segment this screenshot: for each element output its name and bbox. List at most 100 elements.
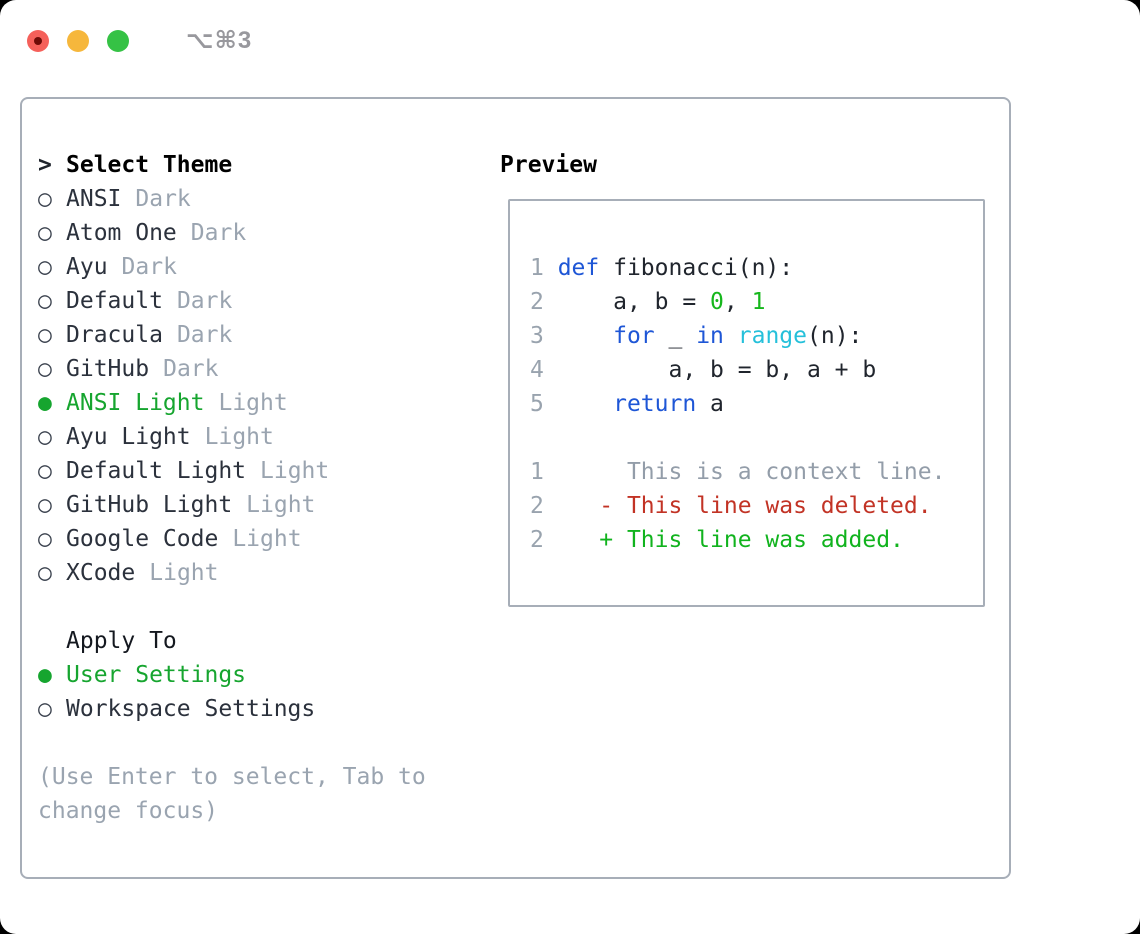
theme-variant-label: Light [260,458,330,484]
theme-section-title: Select Theme [66,152,233,178]
theme-option-default-light[interactable]: ○ Default Light Light [38,454,426,488]
minimize-button[interactable] [67,29,89,52]
code-segment-line_number: 1 [530,459,544,485]
code-segment-deleted_red: - This line was deleted. [599,493,932,519]
spacer-line [38,590,426,624]
radio-unselected-icon: ○ [38,220,52,246]
theme-name: Default [66,288,163,314]
code-segment-foreground: _ [654,323,697,349]
theme-name: XCode [66,560,136,586]
window-shortcut-label: ⌥⌘3 [186,27,253,54]
radio-unselected-icon: ○ [38,696,52,722]
theme-variant-label: Light [149,560,219,586]
theme-option-ayu-light[interactable]: ○ Ayu Light Light [38,420,426,454]
theme-variant-label: Dark [176,288,233,314]
code-segment-keyword: for [613,323,655,349]
theme-variant-label: Dark [176,322,233,348]
theme-option-dracula[interactable]: ○ Dracula Dark [38,318,426,352]
help-text-line: (Use Enter to select, Tab to [38,764,426,790]
code-segment-foreground: a [696,391,724,417]
theme-variant-label: Light [246,492,316,518]
radio-unselected-icon: ○ [38,288,52,314]
preview-line: 2 a, b = 0, 1 [530,285,945,319]
apply-option-workspace-settings[interactable]: ○ Workspace Settings [38,692,426,726]
theme-name: GitHub [66,356,150,382]
code-segment-foreground: a, b = [557,289,711,315]
radio-selected-icon: ● [38,662,52,688]
radio-unselected-icon: ○ [38,254,52,280]
zoom-button[interactable] [107,29,129,52]
radio-unselected-icon: ○ [38,458,52,484]
theme-option-xcode[interactable]: ○ XCode Light [38,556,426,590]
code-segment-foreground: a, b = b, a + b [557,357,877,383]
theme-name: Atom One [66,220,177,246]
theme-variant-label: Dark [135,186,191,212]
close-button[interactable] [27,29,49,52]
theme-variant-label: Light [232,526,302,552]
radio-unselected-icon: ○ [38,424,52,450]
theme-name: Dracula [66,322,163,348]
code-segment-line_number: 1 [530,255,558,281]
code-segment-foreground [558,391,613,417]
radio-unselected-icon: ○ [38,322,52,348]
theme-name: Default Light [66,458,247,484]
code-segment-added_green: + This line was added. [599,527,904,553]
apply-to-header: Apply To [38,624,426,658]
apply-section-title: Apply To [66,628,177,654]
theme-option-atom-one[interactable]: ○ Atom One Dark [38,216,426,250]
theme-name: Ayu [66,254,108,280]
preview-line [530,421,945,455]
theme-option-ayu[interactable]: ○ Ayu Dark [38,250,426,284]
apply-options-list: ● User Settings ○ Workspace Settings [38,658,426,726]
radio-unselected-icon: ○ [38,560,52,586]
code-segment-foreground [724,323,738,349]
theme-option-default[interactable]: ○ Default Dark [38,284,426,318]
spacer-line [38,726,426,760]
apply-option-label: Workspace Settings [66,696,316,722]
code-segment-foreground [544,493,599,519]
theme-option-google-code[interactable]: ○ Google Code Light [38,522,426,556]
theme-variant-label: Light [204,424,274,450]
code-segment-foreground: (n): [807,323,863,349]
code-segment-foreground: , [723,289,752,315]
theme-variant-label: Light [218,390,288,416]
theme-variant-label: Dark [190,220,247,246]
code-segment-number_green: 1 [751,289,766,315]
code-segment-keyword: return [613,391,697,417]
code-segment-line_number: 2 [530,527,544,553]
preview-line: 1 This is a context line. [530,455,945,489]
preview-line: 4 a, b = b, a + b [530,353,945,387]
code-segment-keyword: in [696,323,724,349]
theme-variant-label: Dark [121,254,177,280]
titlebar: ⌥⌘3 [27,26,252,55]
code-segment-foreground [544,527,599,553]
apply-option-label: User Settings [66,662,247,688]
preview-line: 3 for _ in range(n): [530,319,945,353]
theme-option-github-light[interactable]: ○ GitHub Light Light [38,488,426,522]
preview-line: 2 - This line was deleted. [530,489,945,523]
theme-name: ANSI Light [66,390,205,416]
close-dot-icon [34,36,42,45]
preview-line: 5 return a [530,387,945,421]
code-segment-foreground [558,323,613,349]
preview-title: Preview [500,152,597,178]
theme-name: Ayu Light [66,424,191,450]
apply-option-user-settings[interactable]: ● User Settings [38,658,426,692]
radio-unselected-icon: ○ [38,492,52,518]
theme-name: Google Code [66,526,219,552]
radio-unselected-icon: ○ [38,526,52,552]
code-segment-line_number: 3 [530,323,558,349]
theme-variant-label: Dark [163,356,219,382]
preview-line: 1 def fibonacci(n): [530,251,945,285]
select-theme-header: > Select Theme [38,148,426,182]
theme-name: GitHub Light [66,492,233,518]
